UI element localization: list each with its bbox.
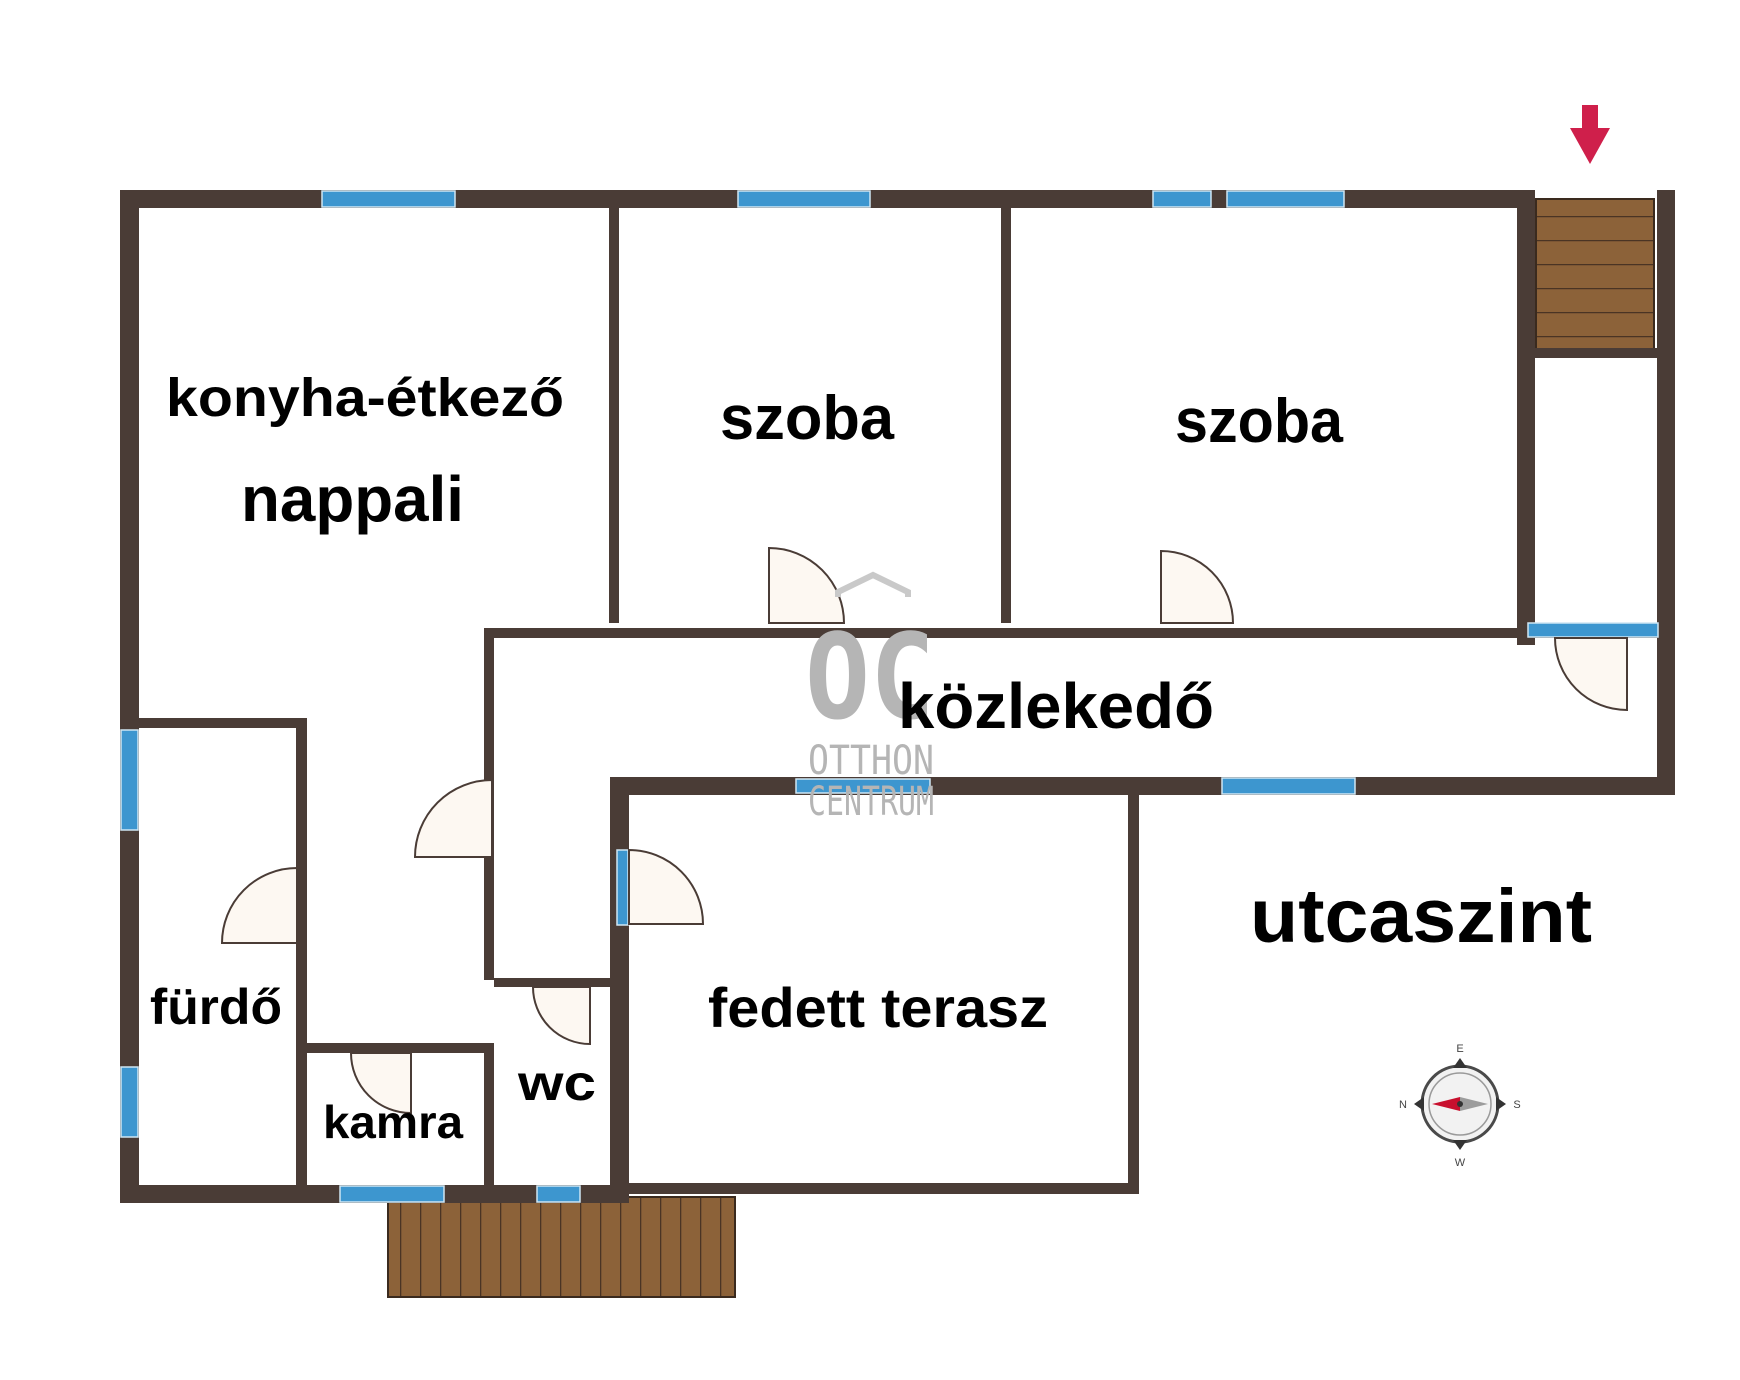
door: [628, 848, 705, 925]
window: [1527, 622, 1659, 638]
door: [1160, 549, 1235, 624]
level-label: utcaszint: [1250, 874, 1592, 959]
window: [1226, 190, 1345, 208]
window: [1221, 777, 1356, 795]
watermark-roof-icon: [835, 571, 911, 597]
door: [768, 546, 846, 624]
room-label-terrace: fedett terasz: [708, 976, 1048, 1039]
watermark: OC OTTHON CENTRUM: [805, 571, 935, 825]
door: [220, 866, 298, 944]
room-label-living: nappali: [241, 463, 464, 535]
window: [339, 1185, 445, 1203]
door: [413, 778, 493, 858]
windows: [120, 190, 1659, 1203]
door: [349, 1052, 412, 1115]
window: [1152, 190, 1212, 208]
compass-label-left: N: [1399, 1099, 1407, 1111]
room-label-bathroom: fürdő: [150, 979, 282, 1035]
room-labels: konyha-étkező nappali szoba szoba közlek…: [150, 368, 1592, 1148]
window: [795, 778, 931, 794]
window: [737, 190, 871, 208]
room-label-room-2: szoba: [1175, 387, 1343, 456]
room-label-room-1: szoba: [720, 384, 895, 453]
window: [536, 1185, 581, 1203]
window: [120, 729, 139, 831]
room-label-toilet: wc: [517, 1055, 596, 1111]
watermark-logo: OC: [805, 608, 935, 746]
doors: [220, 546, 1628, 1115]
entrance-arrow-icon: [1570, 105, 1610, 164]
watermark-line2: CENTRUM: [808, 779, 934, 825]
compass-label-bottom: W: [1455, 1157, 1466, 1169]
window: [120, 1066, 139, 1138]
door: [1553, 637, 1628, 712]
compass-label-top: E: [1456, 1043, 1463, 1055]
door: [531, 986, 591, 1046]
room-label-corridor: közlekedő: [898, 670, 1214, 742]
room-label-pantry: kamra: [323, 1096, 463, 1148]
window: [616, 849, 629, 926]
entrance-steps: [1535, 198, 1655, 350]
watermark-line1: OTTHON: [808, 738, 934, 784]
compass-icon: E N S W: [1399, 1043, 1521, 1169]
window: [321, 190, 456, 208]
room-label-kitchen: konyha-étkező: [166, 368, 564, 428]
rear-steps: [387, 1196, 736, 1298]
compass-label-right: S: [1513, 1099, 1520, 1111]
